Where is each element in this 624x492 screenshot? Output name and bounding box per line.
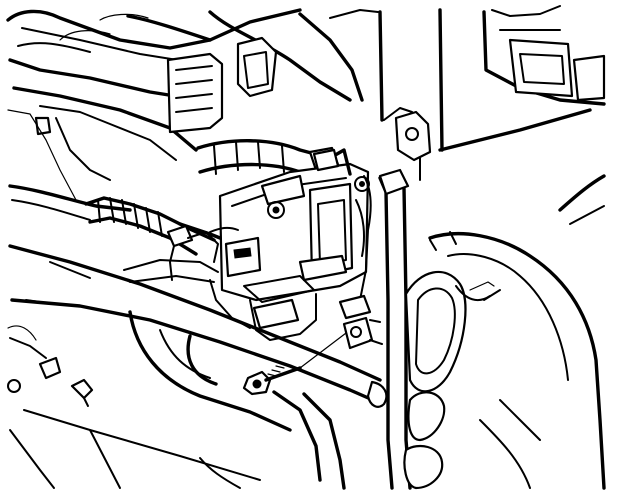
dash-duct-assembly <box>6 8 379 201</box>
module-bracket <box>123 148 370 341</box>
lower-duct-housing <box>9 310 346 490</box>
connector-cable <box>166 224 239 281</box>
screw-fastener <box>242 329 351 396</box>
clip-fasteners-left <box>7 325 94 407</box>
body-panel-right <box>378 5 606 490</box>
cross-car-beam <box>8 244 388 408</box>
